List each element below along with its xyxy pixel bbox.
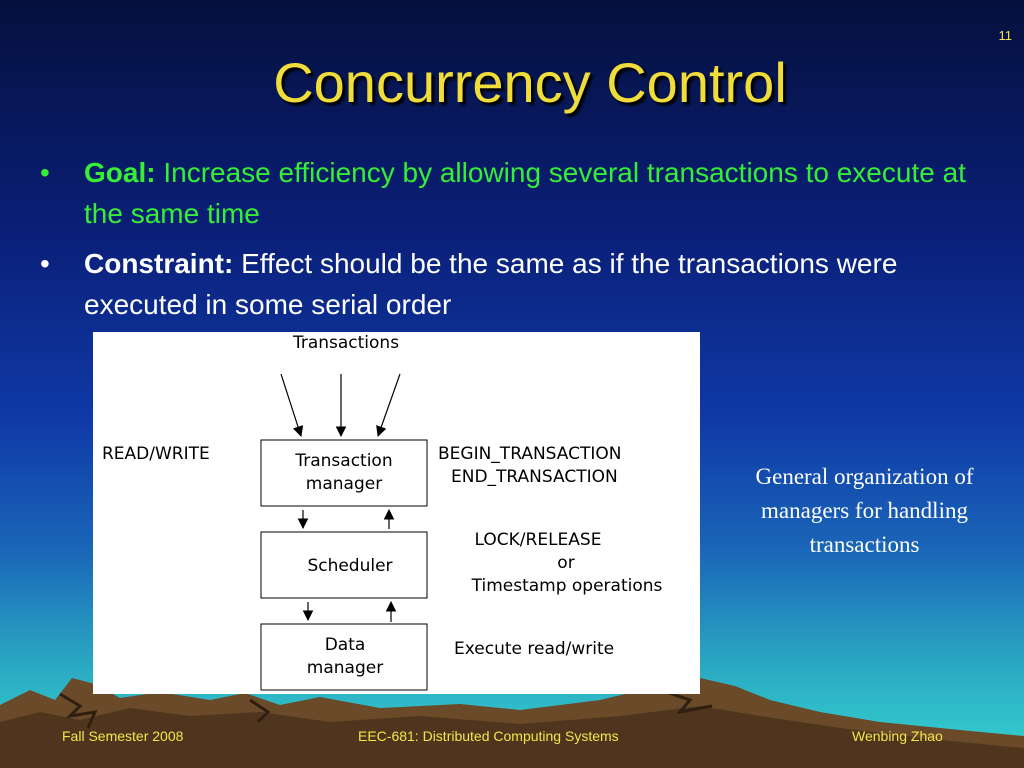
diagram-svg: Transactions READ/WRITE Transaction mana… (102, 333, 663, 691)
bullet-constraint: • Constraint: Effect should be the same … (40, 243, 980, 325)
data-manager-label-1: Data (325, 635, 366, 655)
scheduler-label: Scheduler (307, 556, 392, 576)
transaction-manager-box (260, 439, 428, 507)
page-number: 11 (998, 28, 1013, 43)
footer-semester: Fall Semester 2008 (62, 728, 184, 744)
end-transaction-label: END_TRANSACTION (451, 467, 618, 487)
incoming-arrow (376, 373, 401, 438)
lock-release-label: LOCK/RELEASE (475, 530, 602, 550)
footer-author: Wenbing Zhao (852, 728, 943, 744)
read-write-label: READ/WRITE (102, 444, 210, 464)
data-manager-box (260, 623, 428, 691)
constraint-label: Constraint: (84, 248, 234, 279)
execute-read-write-label: Execute read/write (454, 639, 614, 659)
constraint-text: Effect should be the same as if the tran… (84, 248, 898, 320)
or-label: or (557, 553, 574, 573)
footer-course: EEC-681: Distributed Computing Systems (358, 728, 619, 744)
diagram-caption: General organization of managers for han… (755, 464, 974, 557)
transaction-manager-label-1: Transaction (294, 451, 392, 471)
bullet-list: • Goal: Increase efficiency by allowing … (40, 152, 980, 334)
incoming-arrow (280, 373, 304, 438)
bullet-icon: • (40, 248, 50, 279)
data-manager-label-2: manager (307, 658, 383, 678)
managers-diagram: Transactions READ/WRITE Transaction mana… (93, 332, 700, 694)
goal-label: Goal: (84, 157, 156, 188)
timestamp-operations-label: Timestamp operations (471, 576, 663, 596)
begin-transaction-label: BEGIN_TRANSACTION (438, 444, 621, 464)
transaction-manager-label-2: manager (306, 474, 382, 494)
scheduler-box (260, 531, 428, 599)
bullet-goal: • Goal: Increase efficiency by allowing … (40, 152, 980, 234)
transactions-label: Transactions (292, 333, 399, 353)
goal-text: Increase efficiency by allowing several … (84, 157, 966, 229)
bullet-icon: • (40, 157, 50, 188)
slide-title: Concurrency Control (273, 51, 787, 114)
